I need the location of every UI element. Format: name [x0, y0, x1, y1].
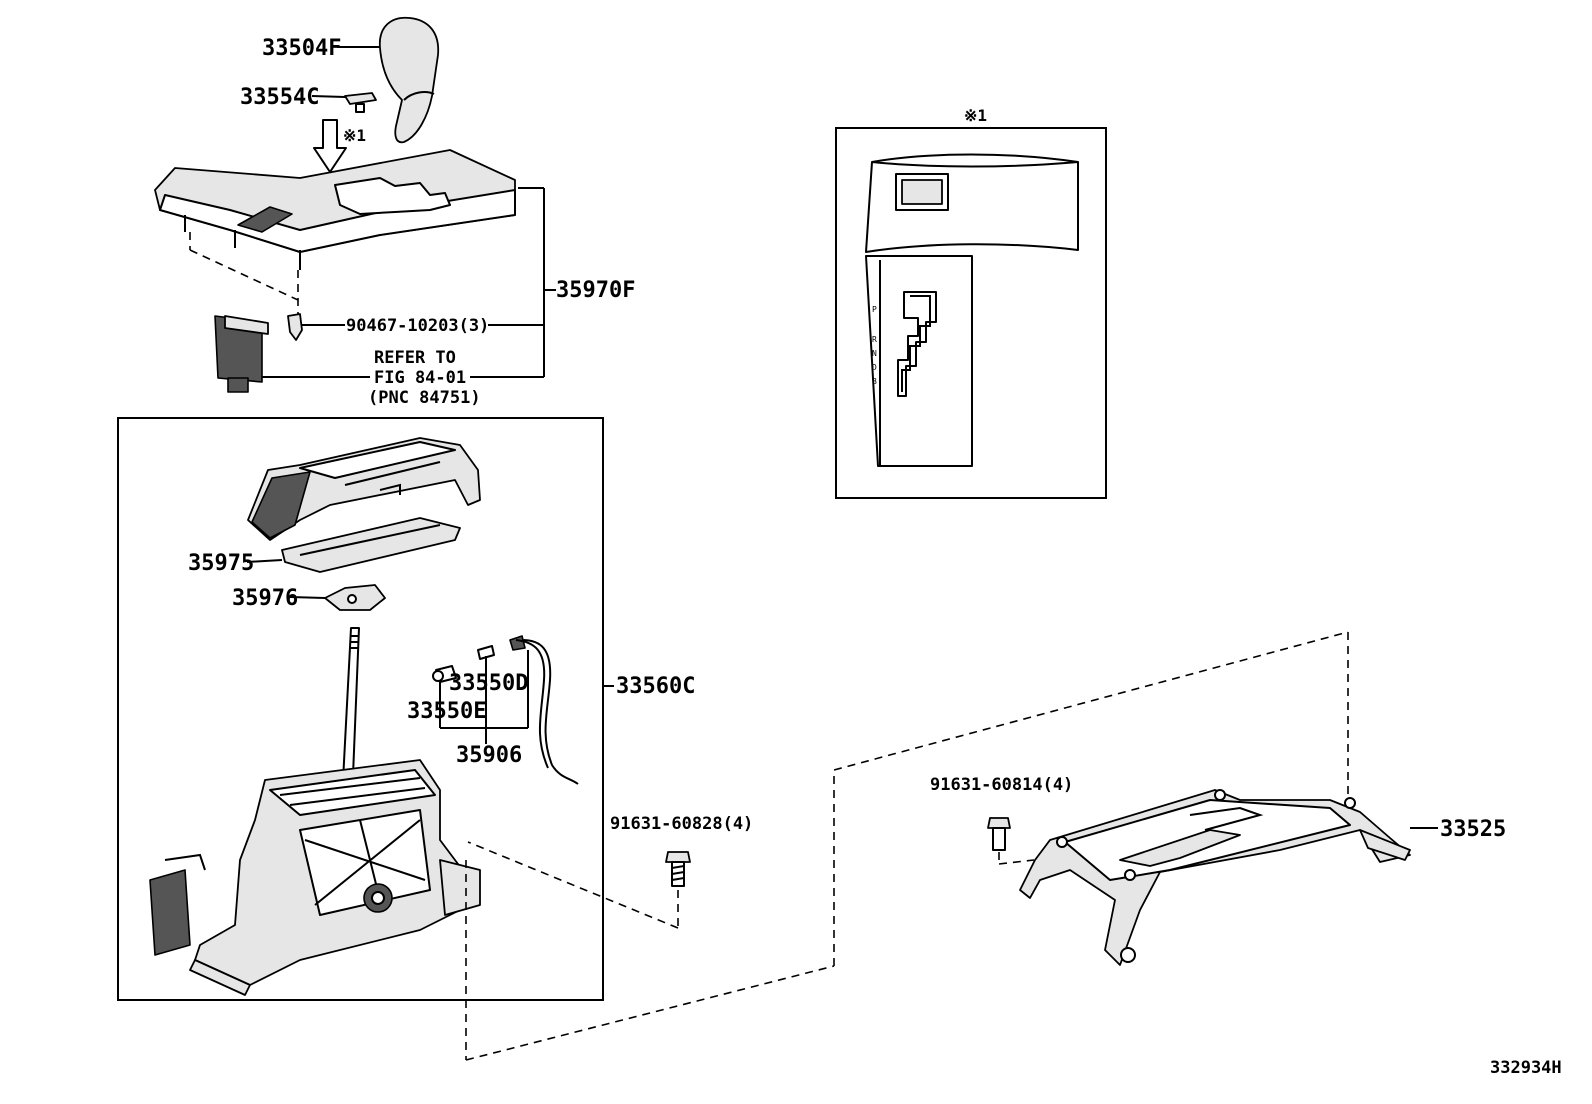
label-slide-cover: 35975 [188, 551, 254, 576]
panel-clip [287, 313, 303, 341]
leader-slide-plate [289, 596, 326, 599]
leader-clip [311, 95, 346, 98]
svg-text:B: B [872, 377, 877, 386]
label-knob: 33504F [262, 36, 341, 61]
shift-lever-assembly-box [117, 417, 604, 1001]
label-panel-clip: 90467-10203(3) [346, 316, 489, 336]
label-console-panel: 35970F [556, 278, 635, 303]
inset-box [835, 127, 1107, 499]
lever-housing-cover [247, 437, 481, 541]
knob-clip [344, 92, 377, 113]
label-bracket-bolt: 91631-60814(4) [930, 775, 1073, 795]
label-shift-lever-assembly: 33560C [616, 674, 695, 699]
label-slide-plate: 35976 [232, 586, 298, 611]
shift-lever-bracket [1019, 789, 1411, 966]
inset-title: ※1 [964, 106, 987, 125]
inset-gate-panel [865, 153, 1079, 467]
console-panel [154, 149, 516, 270]
label-refer-2: FIG 84-01 [374, 368, 466, 388]
slide-plate [324, 584, 386, 611]
bulb-e [432, 665, 457, 683]
bulb-d [477, 645, 495, 660]
dash-base-top [833, 631, 1349, 771]
shift-knob [379, 16, 440, 144]
diagram-id: 332934H [1490, 1058, 1562, 1078]
dash-panel-b [189, 249, 299, 301]
console-switch [214, 315, 269, 393]
label-refer-3: (PNC 84751) [368, 388, 481, 408]
svg-text:R: R [872, 335, 877, 344]
label-bracket: 33525 [1440, 817, 1506, 842]
dash-bracket-bolt-h [998, 859, 1035, 865]
panel-group-bracket [470, 187, 556, 378]
lever-bolt [665, 851, 691, 887]
label-bulb-d: 33550D [449, 671, 528, 696]
svg-text:D: D [872, 363, 877, 372]
label-refer-1: REFER TO [374, 348, 456, 368]
label-socket-wire: 35906 [456, 743, 522, 768]
socket-wire [509, 635, 579, 785]
dash-lever-bolt-d [467, 841, 679, 929]
dash-base-bottom [465, 965, 835, 1061]
label-inset-ref: ※1 [343, 126, 366, 145]
label-bulb-e: 33550E [407, 699, 486, 724]
slide-cover [281, 517, 461, 573]
label-clip: 33554C [240, 85, 319, 110]
leader-slide-cover [246, 559, 283, 563]
inset-gate-letters: P R N D B [872, 305, 877, 386]
svg-text:P: P [872, 305, 877, 314]
bracket-bolt [987, 817, 1011, 851]
label-lever-bolt: 91631-60828(4) [610, 814, 753, 834]
svg-text:N: N [872, 349, 877, 358]
shift-lever-base [149, 759, 481, 996]
down-arrow-icon [313, 119, 347, 173]
